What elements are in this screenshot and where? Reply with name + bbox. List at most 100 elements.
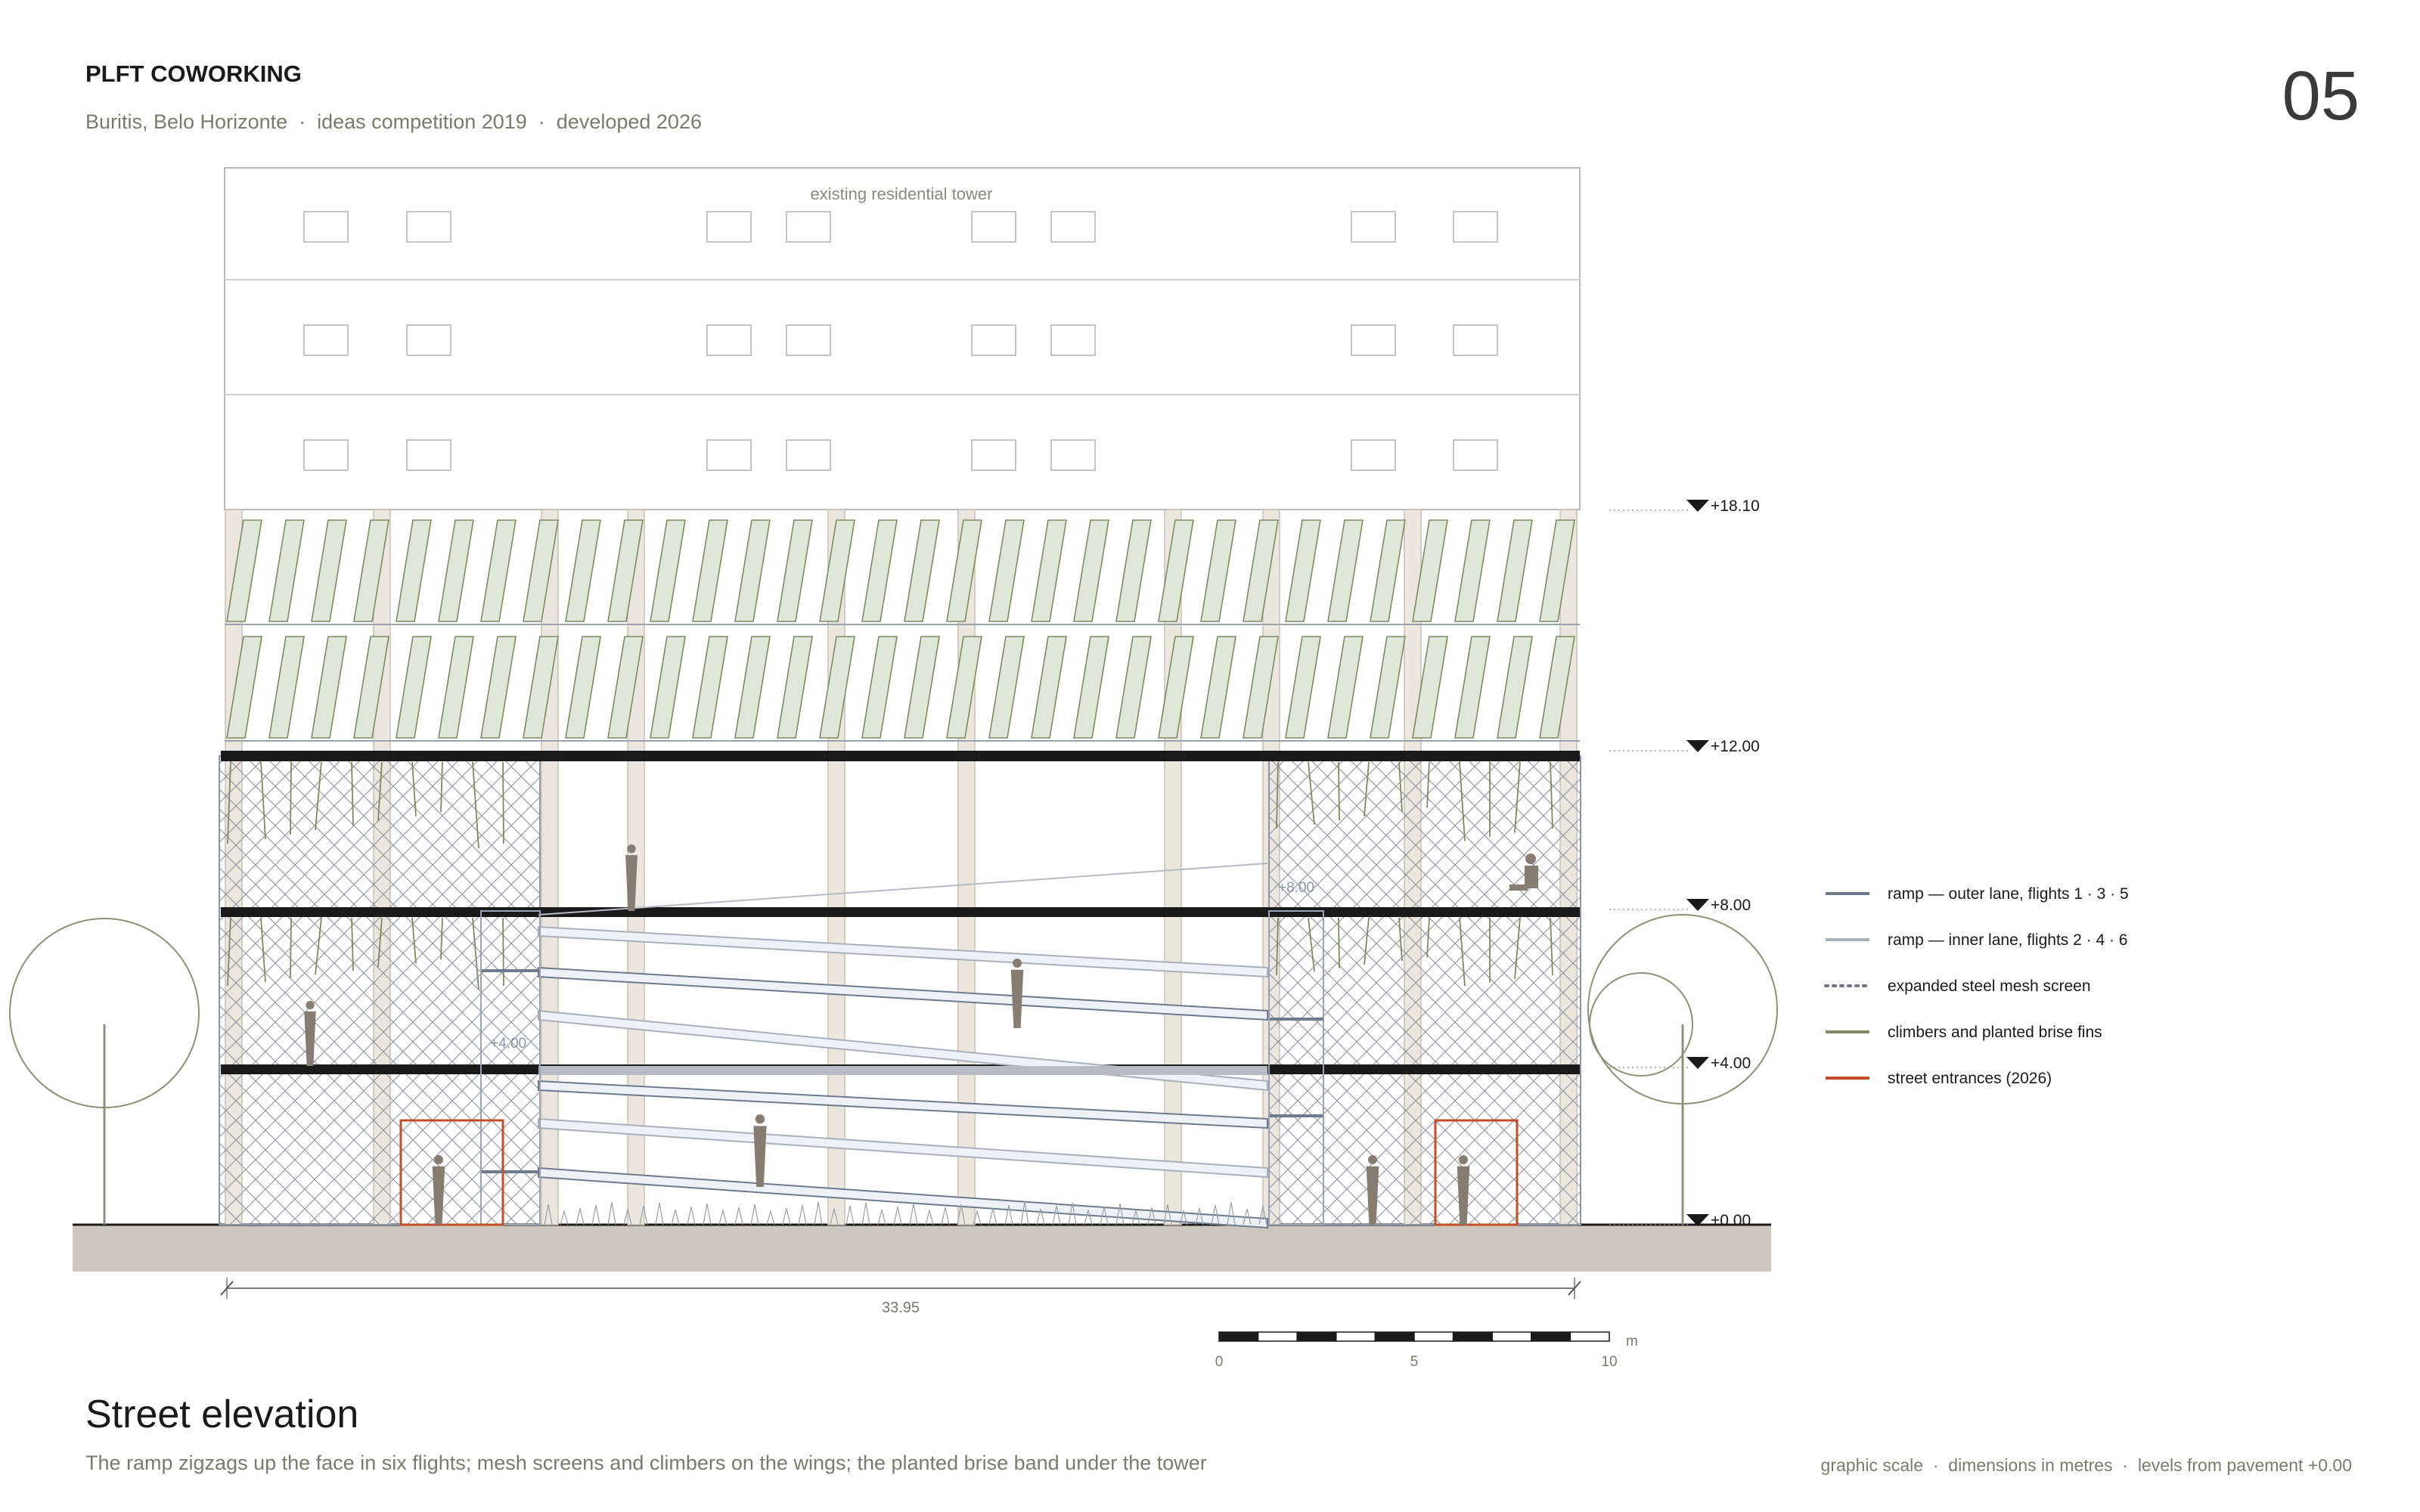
scale-segment [1531,1331,1571,1342]
ramp-flight-inner [538,1117,1268,1179]
brise-fin [988,636,1025,739]
ramp-tag-8: +8.00 [1278,880,1314,896]
brise-fin [1454,519,1491,622]
person-figure [625,844,638,911]
person-figure [753,1114,767,1187]
brise-fin [565,636,601,739]
brise-fin [565,519,601,622]
planting-spike [1243,1208,1252,1225]
climber [315,761,322,831]
climber [502,917,504,987]
planting-spike [734,1207,743,1225]
person-figure [1457,1155,1470,1225]
planting-spike [925,1208,934,1225]
planting-spike [1036,1208,1045,1225]
ramp-flight-inner [538,925,1268,978]
climber [351,761,354,826]
climber [351,917,354,971]
legend: ramp — outer lane, flights 1 · 3 · 5ramp… [1824,885,2129,1087]
dimension-text: 33.95 [882,1300,920,1316]
level-text: +18.10 [1711,497,1760,515]
ramp-flight-inner [538,1009,1268,1092]
climber [1398,917,1403,962]
brise-fin [226,636,262,739]
existing-tower: existing residential tower [224,167,1581,510]
planting-spike [845,1205,855,1225]
brise-fin [607,636,644,739]
planting-spike [1163,1204,1172,1225]
brise-fin [353,636,389,739]
tower-window [706,211,752,243]
planting-spike [655,1202,664,1225]
scale-segment [1336,1331,1376,1342]
brise-fin [438,636,474,739]
ground-planting [544,1201,1267,1225]
planting-spike [750,1204,759,1225]
planting-spike [1211,1204,1220,1225]
climber [315,917,322,975]
tree-left [9,918,200,1225]
climber [1364,917,1370,965]
brise-fin [268,519,305,622]
level-marker: +12.00 [1609,738,1760,755]
person-figure [304,1001,316,1066]
climber [1364,761,1370,816]
brise-fin [1285,519,1321,622]
planting-spike [639,1205,648,1225]
brise-fin [396,636,432,739]
planting-spike [814,1201,823,1225]
brise-fin [1539,636,1575,739]
brise-fin [523,636,559,739]
climber [1514,917,1521,979]
brise-fin [1370,636,1406,739]
climber [290,917,292,979]
brise-fin [1073,519,1109,622]
climber [1308,761,1315,825]
climber [1308,917,1315,972]
planting-spike [1068,1202,1077,1225]
brise-fin [734,636,771,739]
person-figure [432,1155,445,1225]
planting-spike [671,1209,680,1225]
climber [1398,761,1403,813]
climber [1276,917,1279,976]
legend-label: ramp — outer lane, flights 1 · 3 · 5 [1888,885,2129,903]
ground-slab [73,1225,1771,1272]
scale-segment [1569,1331,1610,1342]
climber [1276,761,1279,829]
tower-window [1453,211,1498,243]
climber [227,917,231,987]
scale-segment [1218,1331,1259,1342]
level-text: +12.00 [1711,738,1760,755]
climber [472,761,479,849]
project-title: PLFT COWORKING [85,60,302,87]
brise-fin [1158,636,1194,739]
climber [290,761,292,835]
planting-spike [782,1207,791,1225]
brise-fin [904,636,940,739]
brise-fin [396,519,432,622]
climber [411,761,417,817]
brise-fin [650,636,686,739]
brise-fin [1115,519,1152,622]
brise-fin [1497,636,1533,739]
ramp-deck [538,1066,1267,1075]
brise-fin [734,519,771,622]
planting-spike [766,1209,775,1225]
tower-window [1453,324,1498,356]
level-marker: +4.00 [1609,1055,1751,1072]
tower-window [1050,211,1096,243]
brise-fin [311,519,347,622]
tower-window [971,324,1016,356]
person-seated [1509,854,1538,891]
brise-fin [819,519,855,622]
level-markers: +18.10+12.00+8.00+4.00+0.00 [1609,497,1760,1229]
mesh-screen-right [1268,755,1581,1225]
climber [1550,917,1553,976]
climbers [227,761,1553,990]
planting-spike [1258,1205,1267,1225]
brise-fin [946,636,982,739]
planting-spike [973,1209,982,1225]
person-figure [1366,1155,1379,1225]
brise-fin [480,519,517,622]
